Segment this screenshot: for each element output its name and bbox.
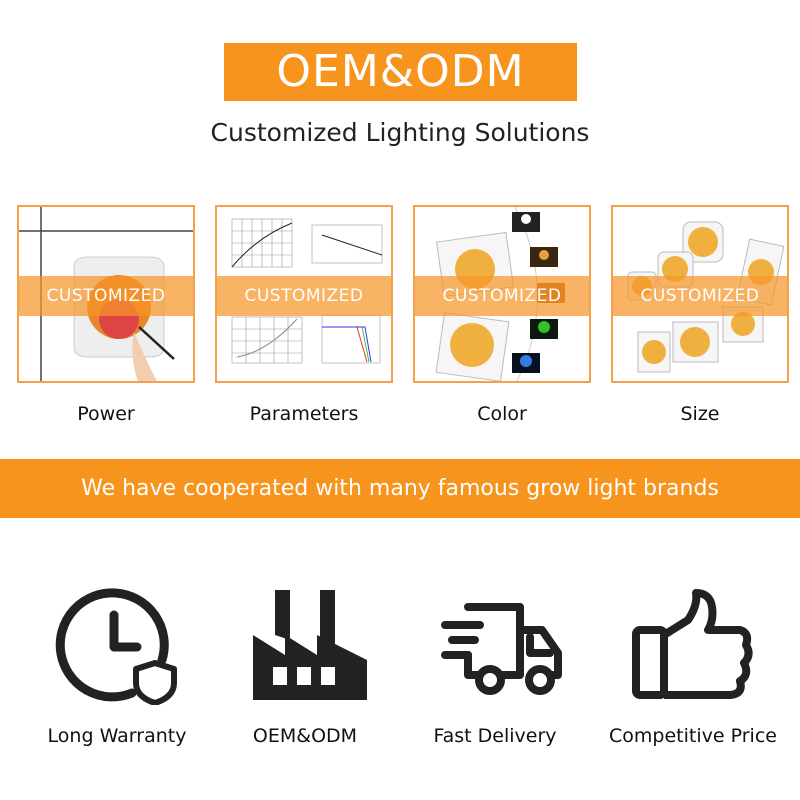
card-label-color: Color	[477, 403, 527, 425]
brands-banner: We have cooperated with many famous grow…	[0, 459, 800, 518]
card-parameters: CUSTOMIZED	[215, 205, 393, 383]
card-label-parameters: Parameters	[249, 403, 359, 425]
factory-icon	[253, 590, 367, 700]
customized-overlay: CUSTOMIZED	[613, 276, 787, 316]
page-title: OEM&ODM	[224, 43, 577, 101]
customized-overlay: CUSTOMIZED	[19, 276, 193, 316]
feature-label-price: Competitive Price	[609, 725, 777, 747]
feature-label-delivery: Fast Delivery	[433, 725, 557, 747]
feature-label-warranty: Long Warranty	[47, 725, 187, 747]
thumbs-up-icon	[632, 589, 753, 699]
page-subtitle: Customized Lighting Solutions	[210, 118, 590, 147]
clock-shield-icon	[55, 588, 177, 705]
card-size: CUSTOMIZED	[611, 205, 789, 383]
card-label-size: Size	[680, 403, 720, 425]
customized-overlay: CUSTOMIZED	[217, 276, 391, 316]
feature-label-oem: OEM&ODM	[252, 725, 358, 747]
card-power: CUSTOMIZED	[17, 205, 195, 383]
card-color: CUSTOMIZED	[413, 205, 591, 383]
delivery-truck-icon	[441, 603, 562, 695]
parameter-charts-image	[231, 218, 383, 364]
customized-overlay: CUSTOMIZED	[415, 276, 589, 316]
card-label-power: Power	[77, 403, 135, 425]
